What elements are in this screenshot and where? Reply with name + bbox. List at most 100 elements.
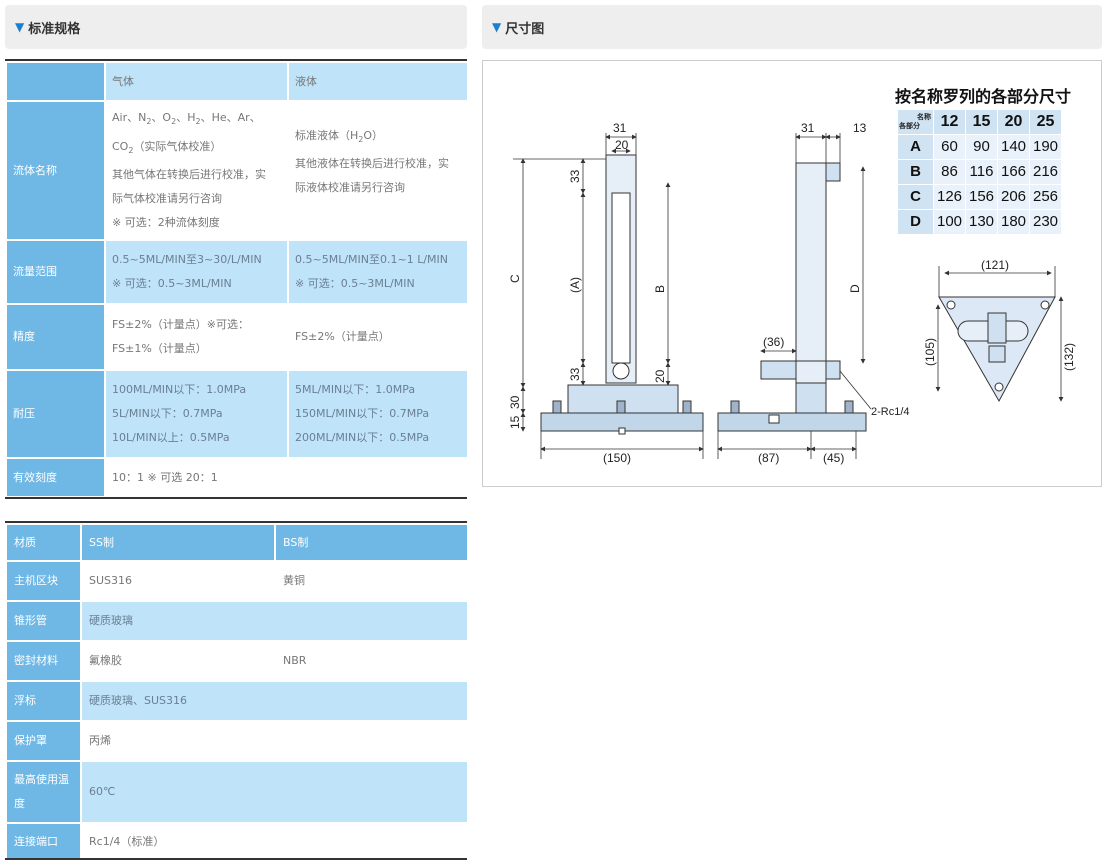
row-label-accuracy: 精度 (5, 303, 106, 371)
spec-col-gas: 气体 (104, 61, 289, 102)
size-table-title: 按名称罗列的各部分尺寸 (895, 89, 1072, 106)
dim-b: B (653, 285, 667, 293)
material-ss-value: 氟橡胶 (80, 640, 276, 682)
material-value: 硬质玻璃、SUS316 (80, 680, 469, 722)
range-liquid-cell: 0.5~5ML/MIN至0.1~1 L/MIN ※ 可选：0.5~3ML/MIN (287, 239, 469, 305)
spec-table-bottom-rule (5, 497, 467, 499)
dim-132: (132) (1062, 343, 1076, 371)
size-cell: 140 (997, 134, 1030, 160)
material-col-bs: BS制 (274, 523, 469, 562)
dim-36: (36) (763, 335, 784, 349)
row-label-scale: 有效刻度 (5, 457, 106, 498)
size-cell: 86 (933, 159, 966, 185)
pressure-gas-cell: 100ML/MIN以下：1.0MPa 5L/MIN以下：0.7MPa 10L/M… (104, 369, 289, 459)
size-cell: 100 (933, 209, 966, 235)
size-cell: 230 (1029, 209, 1062, 235)
material-row-label: 浮标 (5, 680, 82, 722)
accuracy-gas-cell: FS±2%（计量点）※可选： FS±1%（计量点） (104, 303, 289, 371)
material-row-label: 主机区块 (5, 560, 82, 602)
material-value: 硬质玻璃 (80, 600, 469, 642)
triangle-view (938, 296, 1056, 403)
size-table-corner: 名称 各部分 (897, 109, 934, 135)
material-row-label: 密封材料 (5, 640, 82, 682)
spec-section-header: ▼ 标准规格 (5, 5, 467, 49)
row-label-pressure: 耐压 (5, 369, 106, 459)
dim-c: C (508, 274, 522, 283)
triangle-down-icon: ▼ (15, 20, 25, 34)
size-cell: 190 (1029, 134, 1062, 160)
material-bs-value: 黄铜 (274, 560, 469, 602)
dim-150: (150) (603, 451, 631, 465)
dimension-section-title: 尺寸图 (505, 21, 545, 37)
size-table: 名称 各部分 12 15 20 25 A 60 90 140 190 B 86 … (897, 109, 1062, 235)
material-value: Rc1/4（标准） (80, 822, 469, 862)
spec-corner-cell (5, 61, 106, 102)
size-cell: 130 (965, 209, 998, 235)
spec-col-liquid: 液体 (287, 61, 469, 102)
size-cell: 216 (1029, 159, 1062, 185)
size-cell: 256 (1029, 184, 1062, 210)
spec-table: 气体 液体 流体名称 Air、N2、O2、H2、He、Ar、 CO2（实际气体校… (5, 61, 469, 498)
material-row-label: 连接端口 (5, 822, 82, 862)
material-ss-value: SUS316 (80, 560, 276, 602)
dim-31b: 31 (801, 121, 815, 135)
size-col: 25 (1029, 109, 1062, 135)
fluid-liquid-cell: 标准液体（H2O） 其他液体在转换后进行校准，实 际液体校准请另行咨询 (287, 100, 469, 241)
size-col: 12 (933, 109, 966, 135)
dim-33a: 33 (568, 169, 582, 183)
dim-45: (45) (823, 451, 844, 465)
material-row-label: 锥形管 (5, 600, 82, 642)
size-cell: 156 (965, 184, 998, 210)
size-row-name: C (897, 184, 934, 210)
size-col: 15 (965, 109, 998, 135)
dim-20a: 20 (615, 138, 629, 152)
size-col: 20 (997, 109, 1030, 135)
side-view (717, 162, 867, 432)
dim-33b: 33 (568, 367, 582, 381)
dim-30: 30 (508, 395, 522, 409)
dim-31a: 31 (613, 121, 627, 135)
dim-87: (87) (758, 451, 779, 465)
material-bs-value: NBR (274, 640, 469, 682)
dim-rc: 2-Rc1/4 (871, 406, 910, 418)
size-cell: 180 (997, 209, 1030, 235)
size-row-name: B (897, 159, 934, 185)
material-table: 材质 SS制 BS制 主机区块 SUS316 黄铜 锥形管 硬质玻璃 密封材料 … (5, 523, 469, 862)
size-cell: 60 (933, 134, 966, 160)
spec-section-title: 标准规格 (28, 21, 81, 37)
front-view (540, 154, 704, 435)
size-cell: 90 (965, 134, 998, 160)
material-table-top-rule (5, 521, 467, 523)
dim-121: (121) (981, 258, 1009, 272)
accuracy-liquid-cell: FS±2%（计量点） (287, 303, 469, 371)
dimension-section-header: ▼ 尺寸图 (482, 5, 1102, 49)
size-cell: 116 (965, 159, 998, 185)
scale-value-cell: 10：1 ※ 可选 20：1 (104, 457, 469, 498)
material-value: 60℃ (80, 760, 469, 824)
material-value: 丙烯 (80, 720, 469, 762)
material-row-label: 保护罩 (5, 720, 82, 762)
size-row-name: A (897, 134, 934, 160)
material-col-ss: SS制 (80, 523, 276, 562)
dimension-drawing: 31 20 33 (A) 33 B C 20 30 15 (150) (508, 121, 1076, 465)
row-label-range: 流量范围 (5, 239, 106, 305)
dim-105: (105) (923, 338, 937, 366)
range-gas-cell: 0.5~5ML/MIN至3~30/L/MIN ※ 可选：0.5~3ML/MIN (104, 239, 289, 305)
size-cell: 206 (997, 184, 1030, 210)
spec-table-top-rule (5, 59, 467, 61)
material-col-header: 材质 (5, 523, 82, 562)
row-label-fluid: 流体名称 (5, 100, 106, 241)
dim-20b: 20 (653, 369, 667, 383)
material-row-label: 最高使用温 度 (5, 760, 82, 824)
size-cell: 126 (933, 184, 966, 210)
fluid-gas-cell: Air、N2、O2、H2、He、Ar、 CO2（实际气体校准） 其他气体在转换后… (104, 100, 289, 241)
dimension-diagram-box: 31 20 33 (A) 33 B C 20 30 15 (150) (482, 60, 1102, 487)
pressure-liquid-cell: 5ML/MIN以下：1.0MPa 150ML/MIN以下：0.7MPa 200M… (287, 369, 469, 459)
size-cell: 166 (997, 159, 1030, 185)
dim-15: 15 (508, 415, 522, 429)
dim-13: 13 (853, 121, 867, 135)
material-table-bottom-rule (5, 858, 467, 860)
dim-a: (A) (568, 277, 582, 293)
size-row-name: D (897, 209, 934, 235)
triangle-down-icon: ▼ (492, 20, 502, 34)
